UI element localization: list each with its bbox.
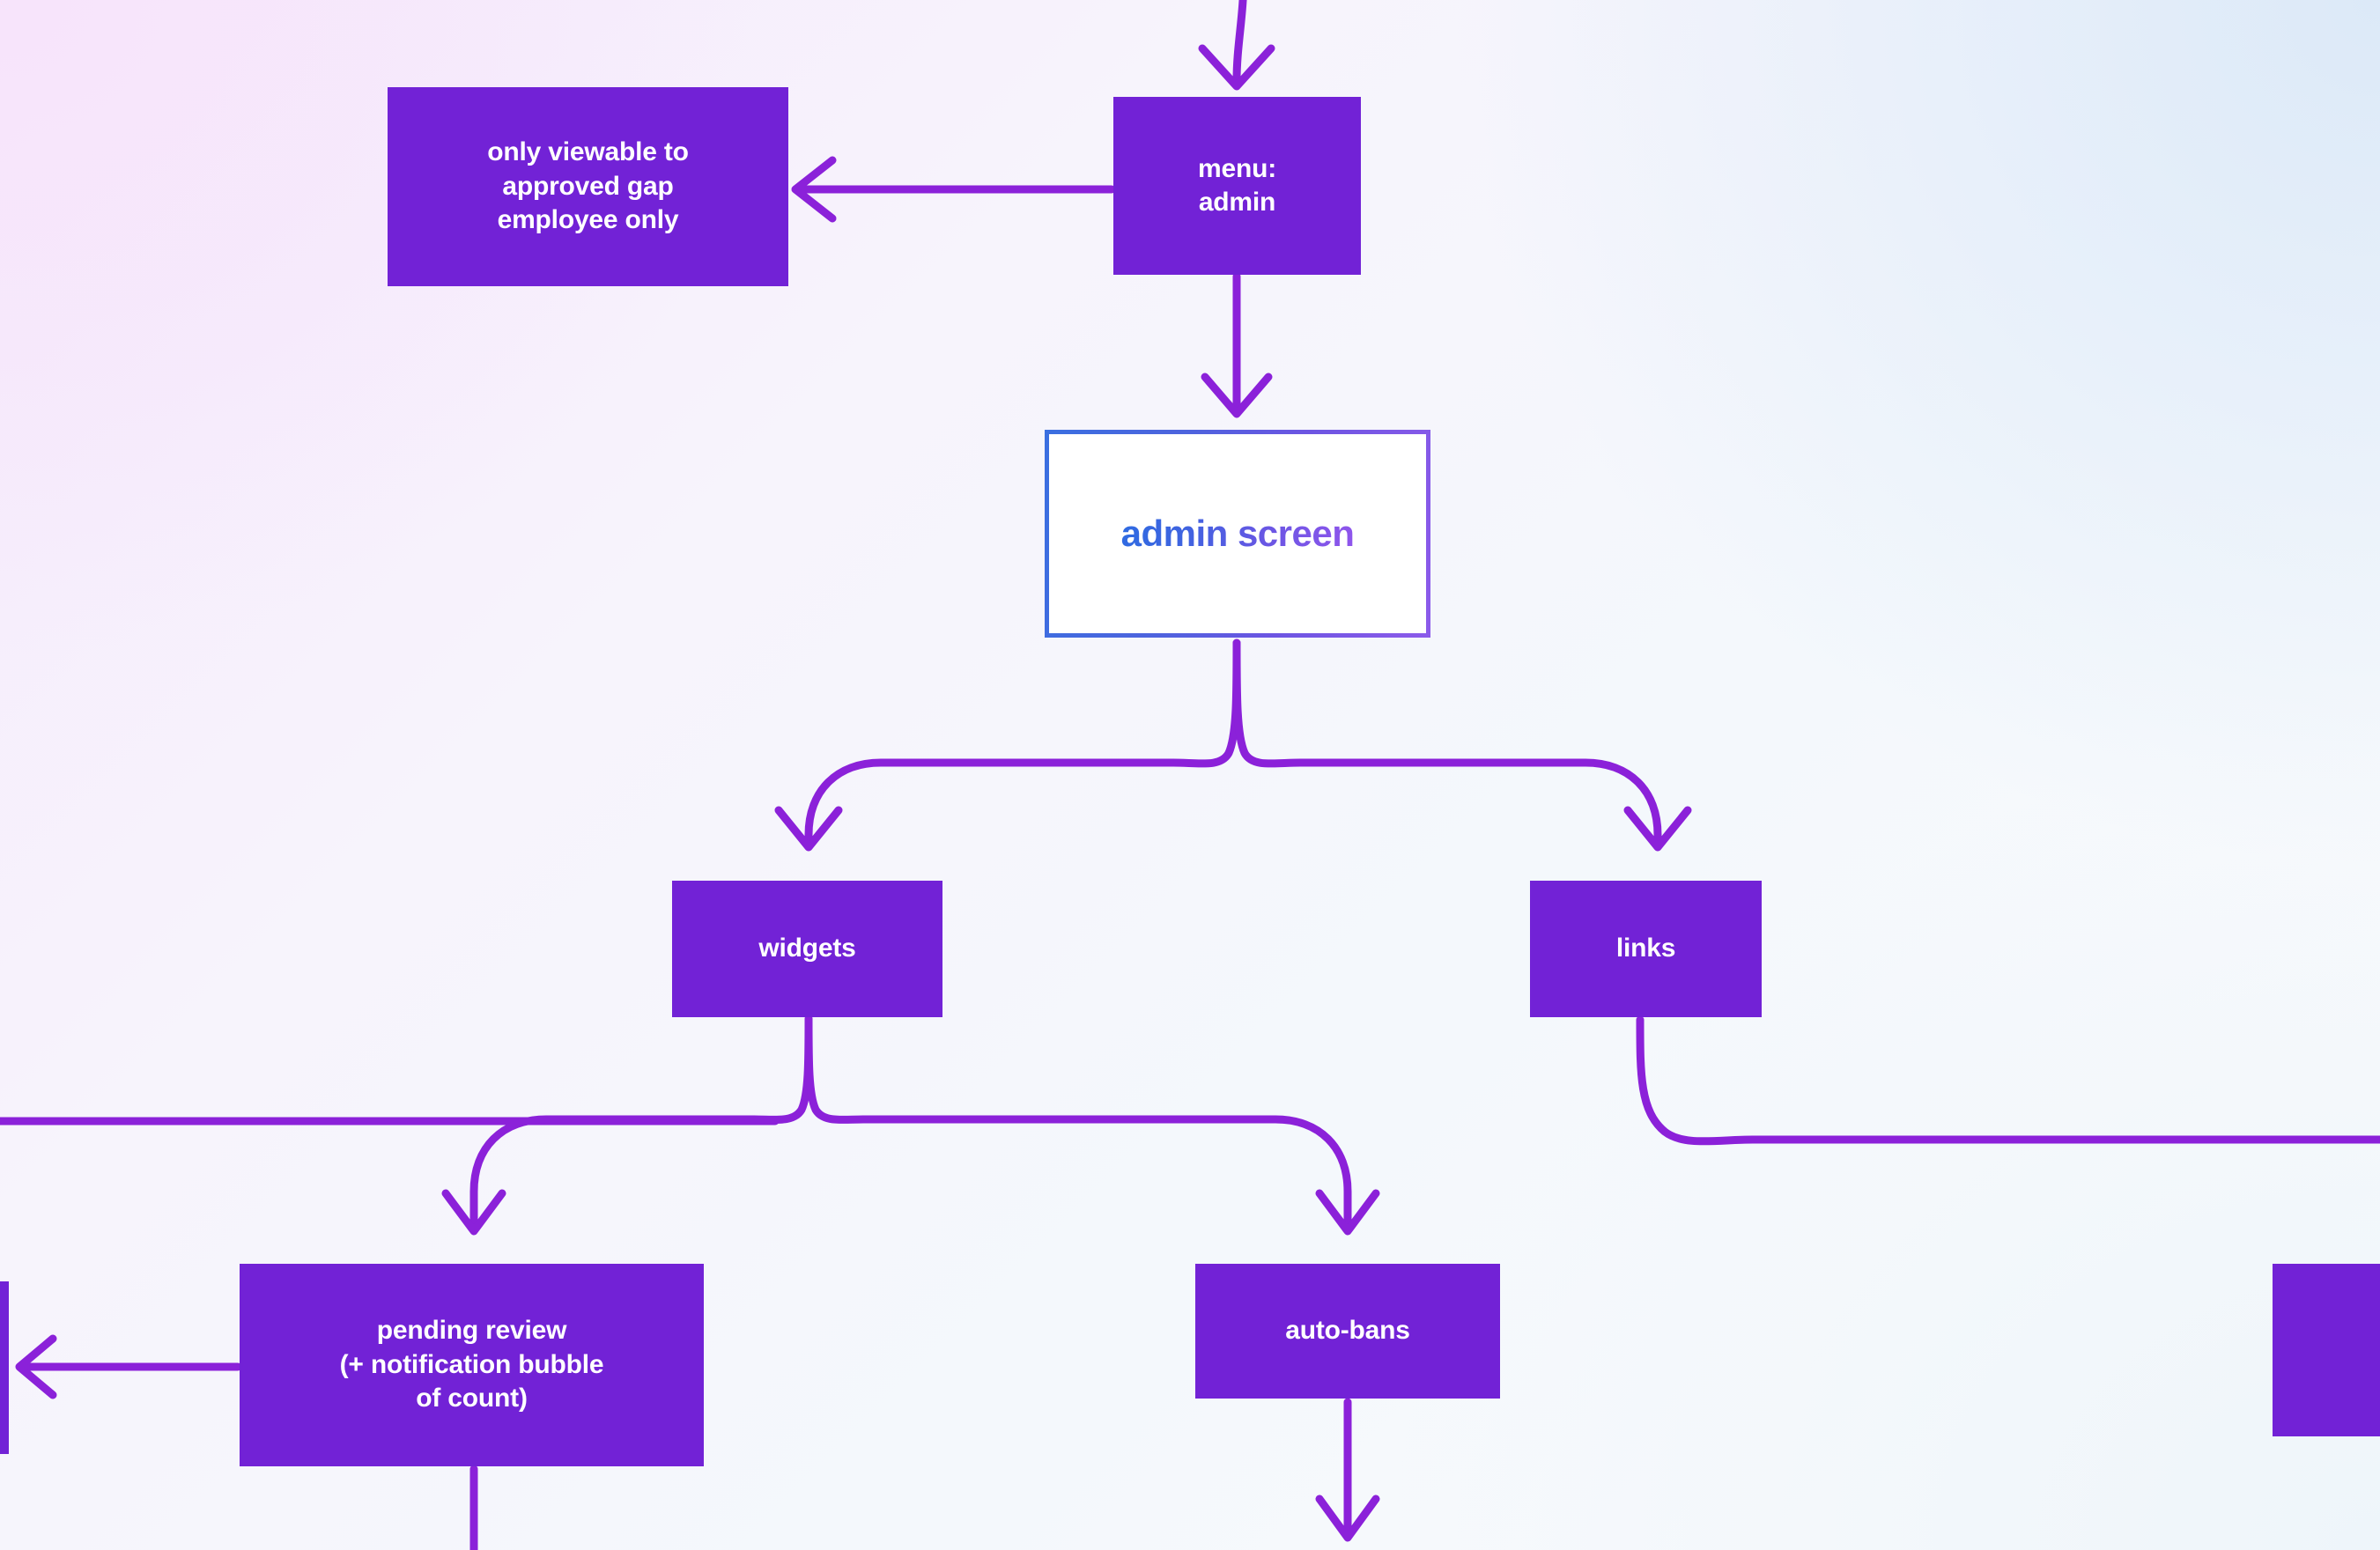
node-offscreen-right-clipped[interactable]: vi (2273, 1264, 2380, 1436)
node-only-viewable[interactable]: only viewable to approved gap employee o… (388, 87, 788, 286)
node-offscreen-left-clipped[interactable] (0, 1281, 9, 1454)
edge-menu-admin-to-only-viewable (791, 156, 1116, 223)
node-auto-bans[interactable]: auto-bans (1195, 1264, 1500, 1399)
node-pending-review[interactable]: pending review (+ notification bubble of… (240, 1264, 704, 1466)
node-widgets[interactable]: widgets (672, 881, 942, 1017)
edge-admin-screen-branch (774, 638, 1692, 852)
edge-menu-admin-to-admin-screen (1201, 272, 1273, 418)
edge-to-offscreen-left-box (15, 1334, 242, 1399)
edge-widgets-branch (0, 1015, 1380, 1236)
node-admin-screen[interactable]: admin screen (1045, 430, 1430, 638)
edge-links-bus-right (1636, 1015, 2380, 1146)
edge-into-menu-admin (1198, 0, 1275, 91)
node-menu-admin[interactable]: menu: admin (1113, 97, 1361, 275)
edge-auto-bans-down (1315, 1398, 1380, 1542)
node-admin-screen-label: admin screen (1120, 513, 1355, 554)
node-links[interactable]: links (1530, 881, 1762, 1017)
